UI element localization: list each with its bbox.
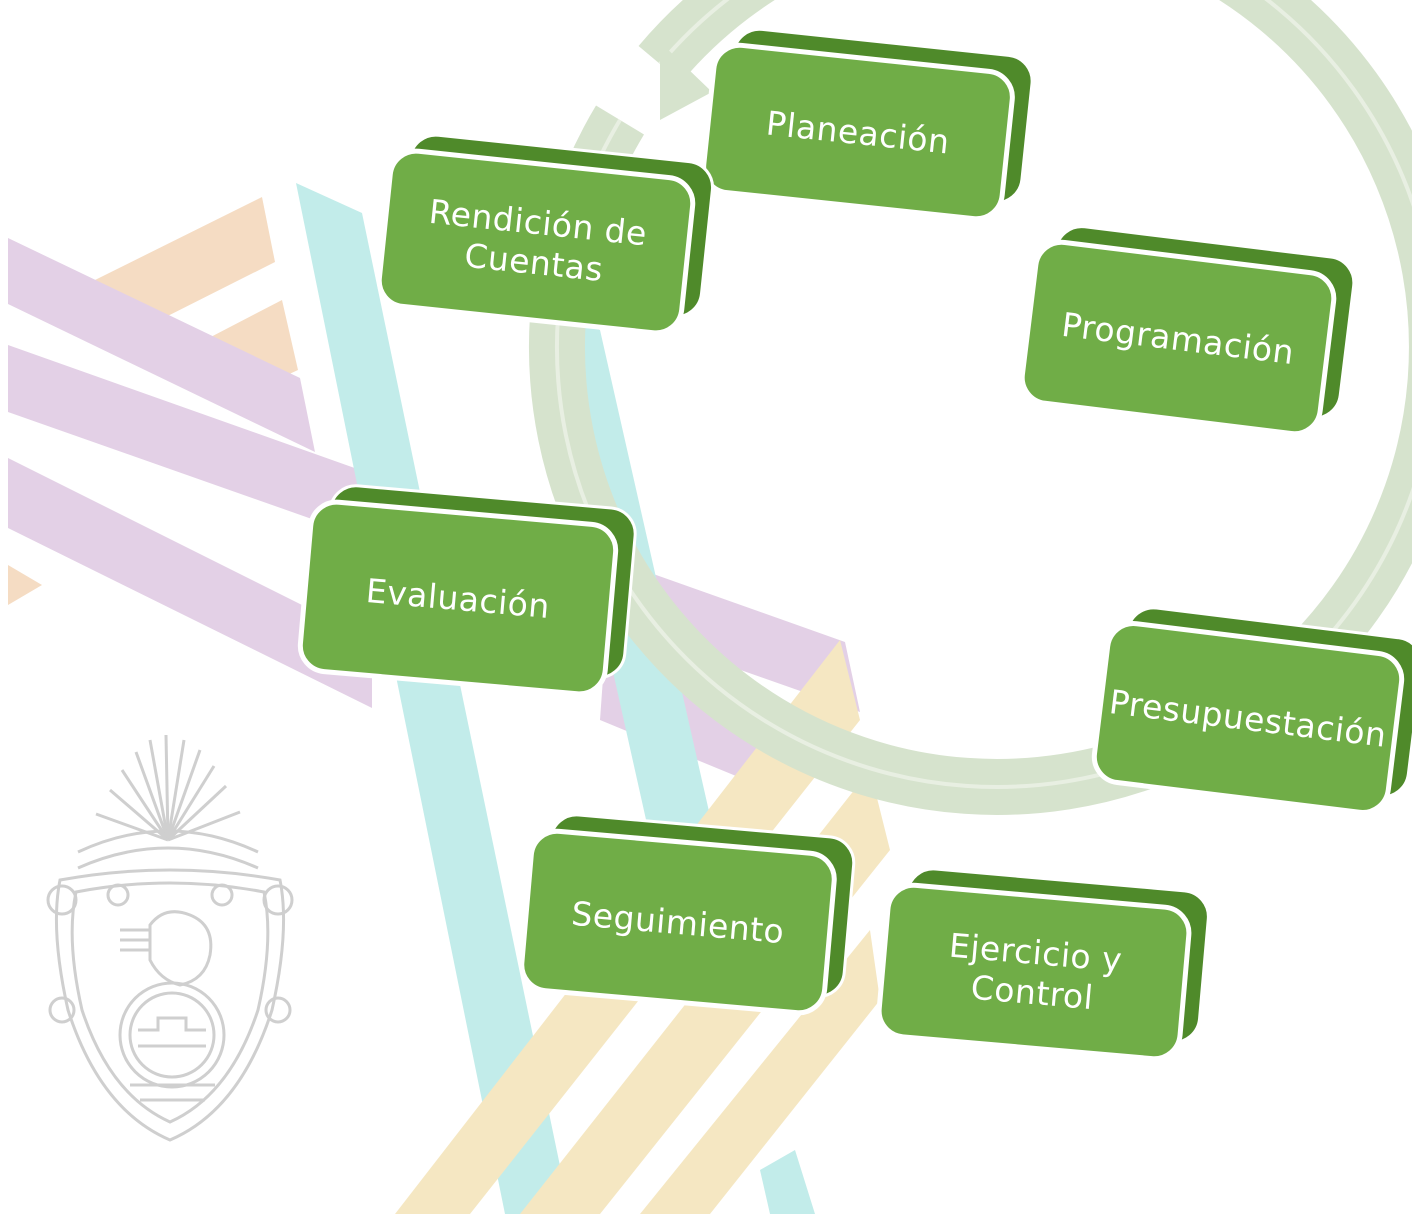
cycle-arrowhead <box>660 42 712 120</box>
node-face <box>1091 621 1405 815</box>
node-face <box>701 42 1015 222</box>
cycle-node-seguimiento: Seguimiento <box>519 813 856 1016</box>
cycle-node-programacion: Programación <box>1019 225 1356 437</box>
emblem-watermark <box>46 734 294 1142</box>
cycle-node-presupuestacion: Presupuestación <box>1091 606 1412 815</box>
node-face <box>297 499 619 697</box>
node-face <box>376 148 696 336</box>
cycle-node-evaluacion: Evaluación <box>297 484 637 697</box>
cycle-node-ejercicio: Ejercicio yControl <box>876 867 1210 1062</box>
cycle-node-rendicion: Rendición deCuentas <box>376 133 715 336</box>
node-face <box>519 828 837 1016</box>
ribbon-cyan <box>760 1150 815 1214</box>
ribbon-purple <box>8 458 372 708</box>
ribbon-purple <box>8 238 315 452</box>
ribbon-peach <box>8 565 42 605</box>
node-face <box>1019 239 1337 437</box>
cycle-node-planeacion: Planeación <box>701 27 1034 222</box>
node-face <box>876 882 1192 1062</box>
ribbon-cyan <box>296 183 570 1214</box>
